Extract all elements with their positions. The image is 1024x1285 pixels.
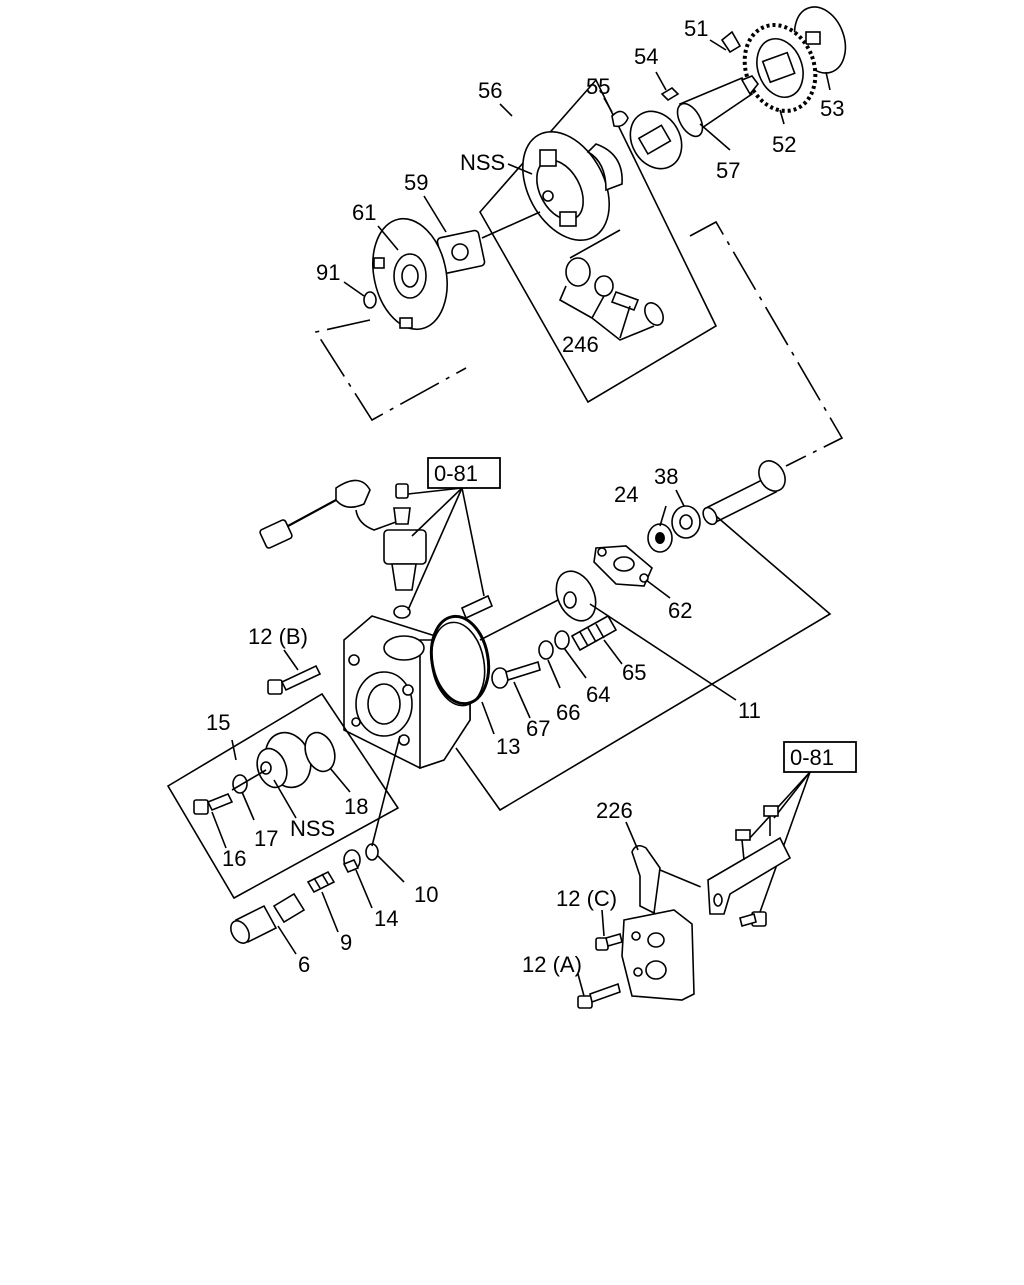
assembly-box-15 bbox=[166, 692, 400, 900]
routing-line-left bbox=[314, 319, 467, 422]
label-52: 52 bbox=[772, 132, 796, 157]
plate-61 bbox=[372, 217, 448, 331]
plate-62 bbox=[593, 545, 653, 587]
label-56: 56 bbox=[478, 78, 502, 103]
clip-55 bbox=[611, 110, 629, 128]
label-16: 16 bbox=[222, 846, 246, 871]
pump-housing bbox=[343, 615, 486, 770]
rollers-246 bbox=[558, 229, 664, 341]
bolt-12a bbox=[577, 982, 621, 1009]
o-ring-13 bbox=[429, 614, 491, 706]
fitting-6 bbox=[230, 892, 306, 944]
cam-ring-nss bbox=[521, 130, 623, 242]
washer-66 bbox=[538, 640, 554, 660]
bolt-16 bbox=[193, 792, 234, 815]
bracket-upper bbox=[707, 805, 792, 915]
gear-52 bbox=[742, 23, 818, 113]
routing-line-bracket bbox=[659, 869, 709, 891]
label-67: 67 bbox=[526, 716, 550, 741]
cup-11 bbox=[555, 570, 597, 622]
label-24: 24 bbox=[614, 482, 638, 507]
bolt-12c bbox=[595, 933, 623, 951]
spring-9 bbox=[306, 870, 336, 894]
assembly-box-56 bbox=[479, 78, 718, 404]
label-57: 57 bbox=[716, 158, 740, 183]
ref-box-lower: 0-81 bbox=[747, 741, 857, 913]
part-labels: 51 52 53 54 55 56 57 59 NSS 61 91 246 24… bbox=[206, 16, 844, 977]
regulating-valve-nss bbox=[256, 731, 312, 789]
label-55: 55 bbox=[586, 74, 610, 99]
routing-line-mid bbox=[455, 515, 832, 812]
spring-65 bbox=[570, 614, 618, 652]
label-54: 54 bbox=[634, 44, 658, 69]
label-51: 51 bbox=[684, 16, 708, 41]
label-61: 61 bbox=[352, 200, 376, 225]
o-ring-18 bbox=[304, 731, 336, 773]
label-59: 59 bbox=[404, 170, 428, 195]
label-17: 17 bbox=[254, 826, 278, 851]
solenoid-valve bbox=[383, 483, 427, 619]
shaft-57 bbox=[629, 75, 760, 170]
label-12a: 12 (A) bbox=[522, 952, 582, 977]
leader-lines bbox=[211, 39, 831, 997]
washer-91 bbox=[363, 291, 377, 309]
ref-label-lower: 0-81 bbox=[790, 745, 834, 770]
label-nss-top: NSS bbox=[460, 150, 505, 175]
valve-14 bbox=[342, 849, 361, 874]
pin-67 bbox=[491, 660, 541, 689]
bracket-226 bbox=[621, 844, 695, 1001]
ref-box-upper: 0-81 bbox=[407, 457, 501, 611]
drive-shaft bbox=[702, 460, 786, 526]
axis-line-low bbox=[371, 735, 401, 847]
label-226: 226 bbox=[596, 798, 633, 823]
label-6: 6 bbox=[298, 952, 310, 977]
bolt-lower-right bbox=[739, 911, 767, 927]
bolt-12b bbox=[267, 664, 322, 695]
label-65: 65 bbox=[622, 660, 646, 685]
label-53: 53 bbox=[820, 96, 844, 121]
label-12c: 12 (C) bbox=[556, 886, 617, 911]
label-38: 38 bbox=[654, 464, 678, 489]
label-66: 66 bbox=[556, 700, 580, 725]
label-15: 15 bbox=[206, 710, 230, 735]
label-64: 64 bbox=[586, 682, 610, 707]
spring-upper bbox=[460, 594, 494, 620]
pin-54 bbox=[660, 86, 680, 102]
axis-line-upper bbox=[481, 211, 541, 239]
washer-64 bbox=[554, 630, 570, 650]
sensor-cable bbox=[259, 479, 397, 549]
label-91: 91 bbox=[316, 260, 340, 285]
washer-17 bbox=[232, 774, 248, 794]
label-nss-bottom: NSS bbox=[290, 816, 335, 841]
label-9: 9 bbox=[340, 930, 352, 955]
washer-10 bbox=[365, 843, 379, 861]
label-11: 11 bbox=[738, 698, 761, 723]
label-13: 13 bbox=[496, 734, 520, 759]
label-62: 62 bbox=[668, 598, 692, 623]
label-12b: 12 (B) bbox=[248, 624, 308, 649]
label-10: 10 bbox=[414, 882, 438, 907]
key-51 bbox=[720, 30, 742, 54]
label-14: 14 bbox=[374, 906, 398, 931]
ref-label-upper: 0-81 bbox=[434, 461, 478, 486]
label-18: 18 bbox=[344, 794, 368, 819]
routing-line-right bbox=[689, 220, 844, 467]
axis-line-mid bbox=[479, 597, 563, 641]
label-246: 246 bbox=[562, 332, 599, 357]
